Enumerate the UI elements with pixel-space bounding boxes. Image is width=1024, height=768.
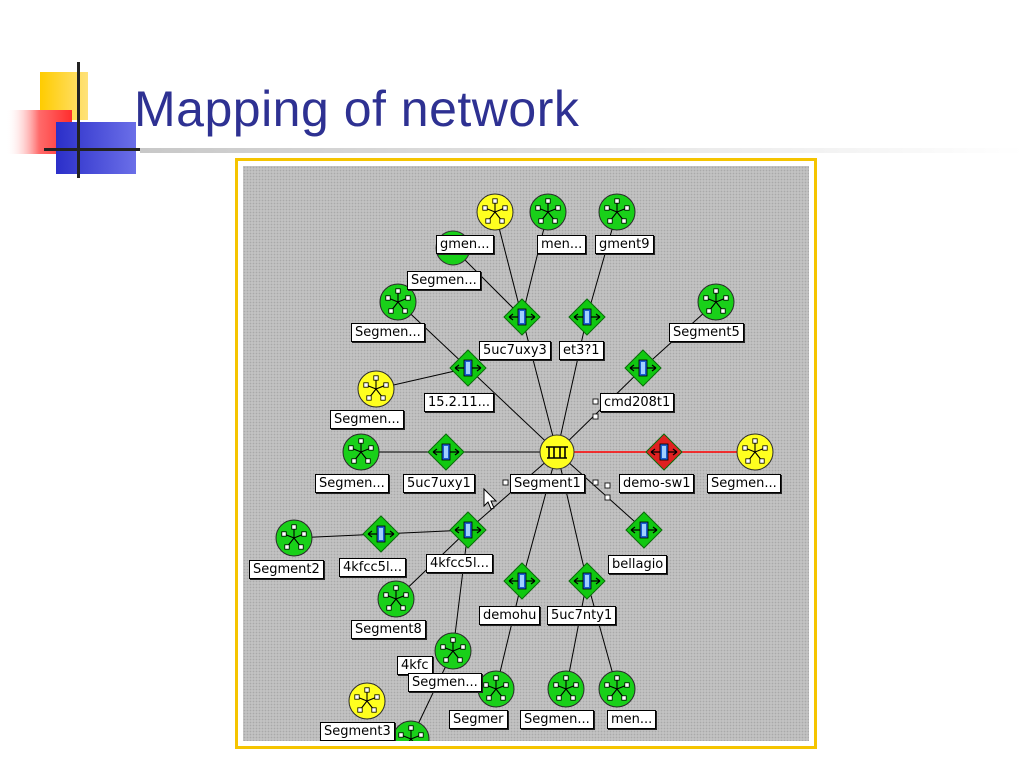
node-label[interactable]: Segmen... [520, 710, 594, 729]
slide-title: Mapping of network [134, 81, 580, 137]
node-label[interactable]: 5uc7nty1 [547, 606, 617, 625]
node-label[interactable]: Segmen... [315, 474, 389, 493]
network-segment-icon[interactable] [529, 193, 567, 231]
switch-icon[interactable] [362, 515, 400, 553]
network-link [556, 451, 588, 582]
accent-blue-square [56, 122, 136, 174]
node-label[interactable]: Segmen... [408, 673, 482, 692]
switch-icon[interactable] [427, 433, 465, 471]
network-segment-icon[interactable] [342, 433, 380, 471]
accent-yellow-square [40, 72, 88, 120]
accent-red-square [6, 110, 72, 154]
network-segment-icon[interactable] [348, 682, 386, 720]
node-label[interactable]: 4kfcc5l... [339, 558, 406, 577]
node-label[interactable]: 4kfcc5l... [426, 554, 493, 573]
node-label[interactable]: Segmen... [330, 410, 404, 429]
mouse-cursor-icon [483, 487, 498, 510]
hub-icon[interactable] [539, 434, 575, 470]
node-label[interactable]: gment9 [595, 235, 654, 254]
node-label[interactable]: et3?1 [559, 341, 604, 360]
switch-icon[interactable] [625, 511, 663, 549]
network-map-graph[interactable] [243, 166, 809, 741]
network-segment-icon[interactable] [377, 580, 415, 618]
port-marker [592, 413, 599, 420]
network-link [556, 451, 645, 531]
node-label[interactable]: cmd208t1 [600, 393, 675, 412]
switch-icon[interactable] [449, 349, 487, 387]
network-segment-icon[interactable] [392, 720, 430, 741]
node-label[interactable]: gmen... [436, 235, 494, 254]
node-label[interactable]: Segment5 [669, 323, 744, 342]
node-label[interactable]: Segment8 [351, 620, 426, 639]
network-segment-icon[interactable] [598, 193, 636, 231]
network-link [521, 316, 558, 453]
node-label[interactable]: 15.2.11... [424, 393, 495, 412]
network-segment-icon[interactable] [434, 632, 472, 670]
switch-icon[interactable] [503, 298, 541, 336]
node-label[interactable]: demo-sw1 [619, 474, 695, 493]
network-segment-icon[interactable] [477, 670, 515, 708]
node-label[interactable]: demohu [479, 606, 541, 625]
port-marker [592, 479, 599, 486]
network-segment-icon[interactable] [275, 519, 313, 557]
network-segment-icon[interactable] [547, 670, 585, 708]
accent-horizontal-line [44, 148, 140, 151]
network-link [556, 316, 588, 453]
port-marker [604, 494, 611, 501]
node-label[interactable]: men... [607, 710, 657, 729]
accent-vertical-line [77, 62, 80, 178]
switch-icon[interactable] [568, 298, 606, 336]
port-marker [592, 398, 599, 405]
network-link [521, 451, 558, 582]
network-segment-icon[interactable] [476, 193, 514, 231]
switch-icon[interactable] [449, 511, 487, 549]
switch-icon[interactable] [568, 562, 606, 600]
node-label[interactable]: Segmen... [707, 474, 781, 493]
network-link [586, 580, 618, 690]
port-marker [502, 479, 509, 486]
node-label[interactable]: Segment3 [320, 722, 395, 741]
node-label[interactable]: men... [537, 235, 587, 254]
switch-icon[interactable] [645, 433, 683, 471]
network-segment-icon[interactable] [736, 433, 774, 471]
network-link [495, 580, 523, 690]
network-link [452, 529, 469, 652]
network-link [467, 367, 558, 453]
title-underline [140, 148, 1024, 153]
network-segment-icon[interactable] [357, 370, 395, 408]
switch-icon[interactable] [503, 562, 541, 600]
node-label[interactable]: Segment1 [510, 474, 585, 493]
node-label[interactable]: Segmer [449, 710, 508, 729]
network-segment-icon[interactable] [697, 283, 735, 321]
network-segment-icon[interactable] [598, 670, 636, 708]
node-label[interactable]: Segmen... [351, 323, 425, 342]
node-label[interactable]: Segmen... [407, 271, 481, 290]
node-label[interactable]: 5uc7uxy3 [479, 341, 551, 360]
node-label[interactable]: bellagio [608, 555, 668, 574]
switch-icon[interactable] [624, 349, 662, 387]
node-label[interactable]: Segment2 [249, 560, 324, 579]
node-label[interactable]: 5uc7uxy1 [403, 474, 475, 493]
port-marker [604, 482, 611, 489]
network-segment-icon[interactable] [379, 283, 417, 321]
node-label[interactable]: 4kfc [397, 656, 433, 675]
